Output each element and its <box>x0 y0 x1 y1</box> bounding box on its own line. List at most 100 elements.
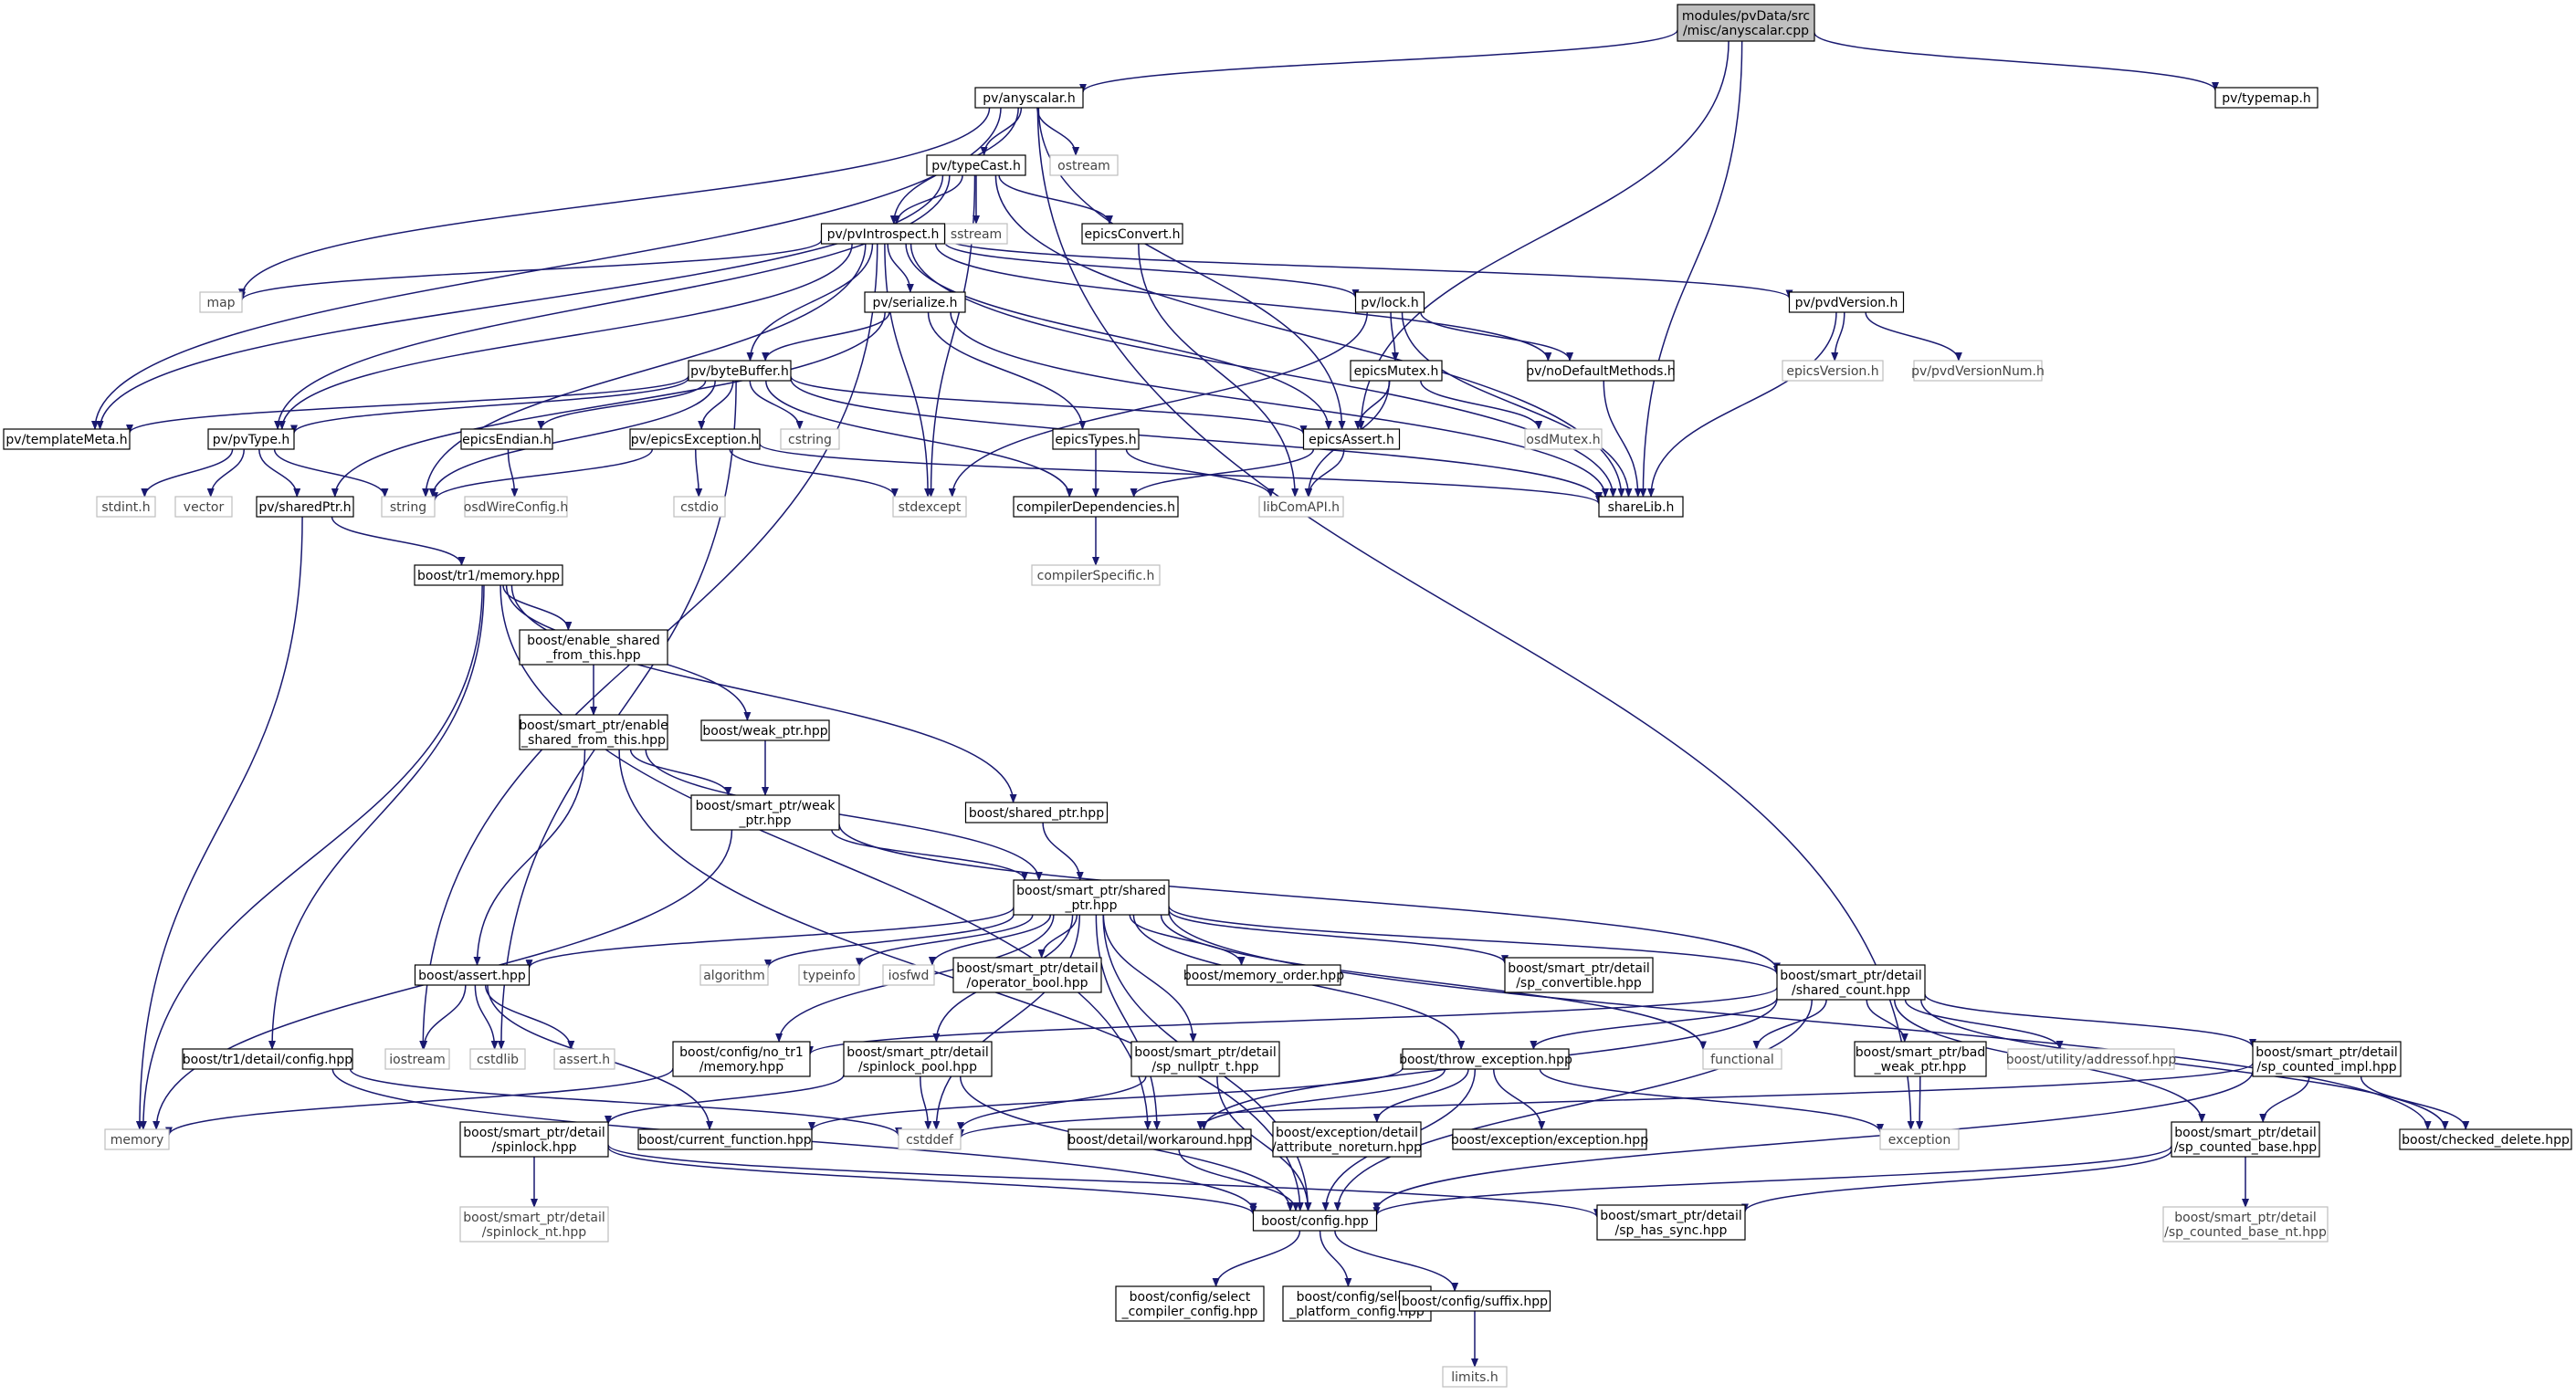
node-box-shared_ptr_hpp <box>964 802 1109 823</box>
node-epicsAssert[interactable]: epicsAssert.h <box>1302 428 1401 450</box>
edge-byteBuffer-to-epicsAssert <box>790 375 1308 435</box>
node-tr1memory[interactable]: boost/tr1/memory.hpp <box>414 564 563 586</box>
node-sp_has_sync[interactable]: boost/smart_ptr/detail/sp_has_sync.hpp <box>1596 1204 1746 1241</box>
node-label-sp_enable_shared: _shared_from_this.hpp <box>520 733 666 748</box>
edge-shared_count-to-bad_weak_ptr <box>1866 999 1908 1043</box>
node-sp_enable_shared[interactable]: boost/smart_ptr/enable_shared_from_this.… <box>519 714 668 750</box>
node-pvIntrospect[interactable]: pv/pvIntrospect.h <box>820 223 946 245</box>
node-root[interactable]: modules/pvData/src/misc/anyscalar.cpp <box>1677 4 1815 42</box>
node-label-pvIntrospect: pv/pvIntrospect.h <box>827 227 940 242</box>
edge-sp_enable_shared-to-sp_shared_ptr <box>645 749 1043 881</box>
node-exception_hpp[interactable]: boost/exception/exception.hpp <box>1451 1128 1648 1150</box>
edge-assert_hpp-to-cstdlib <box>474 984 499 1050</box>
node-label-sp_convertible: boost/smart_ptr/detail <box>1508 961 1649 976</box>
node-box-libComAPI <box>1258 496 1344 518</box>
node-sp_weak_ptr[interactable]: boost/smart_ptr/weak_ptr.hpp <box>690 794 840 831</box>
edge-sp_shared_ptr-to-shared_count <box>1168 906 1781 975</box>
node-label-assert_h: assert.h <box>559 1053 610 1067</box>
node-byteBuffer[interactable]: pv/byteBuffer.h <box>688 360 792 382</box>
node-serialize[interactable]: pv/serialize.h <box>864 291 966 313</box>
node-pvType[interactable]: pv/pvType.h <box>207 428 295 450</box>
node-box-workaround <box>1067 1128 1252 1150</box>
node-label-epicsMutex: epicsMutex.h <box>1354 364 1439 379</box>
node-box-lock <box>1354 291 1425 313</box>
node-workaround[interactable]: boost/detail/workaround.hpp <box>1067 1128 1252 1150</box>
node-epicsEndian[interactable]: epicsEndian.h <box>460 428 553 450</box>
edge-root-to-typemap <box>1814 32 2219 91</box>
node-sp_convertible[interactable]: boost/smart_ptr/detail/sp_convertible.hp… <box>1504 957 1654 993</box>
edge-byteBuffer-to-string <box>428 380 716 498</box>
edge-lock-to-shareLib <box>1401 311 1633 498</box>
node-memory: memory <box>104 1128 170 1150</box>
node-box-epicsVersion <box>1782 360 1884 382</box>
node-typemap[interactable]: pv/typemap.h <box>2214 87 2318 109</box>
node-epicsException[interactable]: pv/epicsException.h <box>629 428 761 450</box>
node-box-sp_weak_ptr <box>690 794 840 831</box>
node-osdWireConfig: osdWireConfig.h <box>464 496 568 518</box>
node-exception: exception <box>1879 1128 1960 1150</box>
node-attribute_noreturn[interactable]: boost/exception/detail/attribute_noretur… <box>1272 1121 1422 1158</box>
node-memory_order[interactable]: boost/memory_order.hpp <box>1183 964 1344 986</box>
node-select_compiler[interactable]: boost/config/select_compiler_config.hpp <box>1115 1285 1265 1322</box>
node-label-stdint: stdint.h <box>101 500 150 515</box>
edge-lock-to-noDefaultMethods <box>1420 311 1574 362</box>
node-assert_hpp[interactable]: boost/assert.hpp <box>414 964 531 986</box>
edge-anyscalar-to-templateMeta <box>91 107 1002 430</box>
edge-config_hpp-to-select_compiler <box>1212 1230 1301 1287</box>
node-box-weak_ptr <box>700 719 830 741</box>
node-no_tr1_memory[interactable]: boost/config/no_tr1/memory.hpp <box>672 1041 811 1077</box>
edge-spinlock-to-config_hpp <box>607 1147 1257 1215</box>
node-label-algorithm: algorithm <box>703 969 765 983</box>
node-sp_counted_base[interactable]: boost/smart_ptr/detail/sp_counted_base.h… <box>2171 1121 2320 1158</box>
node-sharedPtr[interactable]: pv/sharedPtr.h <box>256 496 354 518</box>
node-sstream: sstream <box>944 223 1008 245</box>
node-noDefaultMethods[interactable]: pv/noDefaultMethods.h <box>1526 360 1676 382</box>
edge-pvIntrospect-to-shareLib <box>909 243 1617 498</box>
node-label-osdMutex: osdMutex.h <box>1526 433 1600 447</box>
edge-epicsConvert-to-libComAPI <box>1138 243 1299 498</box>
node-suffix[interactable]: boost/config/suffix.hpp <box>1398 1290 1551 1312</box>
node-lock[interactable]: pv/lock.h <box>1354 291 1425 313</box>
edge-sp_shared_ptr-to-operator_bool <box>1037 914 1078 959</box>
node-epicsMutex[interactable]: epicsMutex.h <box>1350 360 1443 382</box>
node-label-lock: pv/lock.h <box>1361 296 1418 310</box>
node-bad_weak_ptr[interactable]: boost/smart_ptr/bad_weak_ptr.hpp <box>1854 1041 1987 1077</box>
node-label-no_tr1_memory: boost/config/no_tr1 <box>679 1045 804 1060</box>
node-map: map <box>199 291 243 313</box>
node-weak_ptr[interactable]: boost/weak_ptr.hpp <box>700 719 830 741</box>
node-box-sp_counted_base_nt <box>2162 1206 2329 1243</box>
node-sp_nullptr_t[interactable]: boost/smart_ptr/detail/sp_nullptr_t.hpp <box>1130 1041 1280 1077</box>
node-templateMeta[interactable]: pv/templateMeta.h <box>3 428 131 450</box>
node-select_platform[interactable]: boost/config/select_platform_config.hpp <box>1282 1285 1432 1322</box>
node-shared_ptr_hpp[interactable]: boost/shared_ptr.hpp <box>964 802 1109 823</box>
node-typeCast[interactable]: pv/typeCast.h <box>926 154 1026 176</box>
node-operator_bool[interactable]: boost/smart_ptr/detail/operator_bool.hpp <box>952 957 1102 993</box>
node-spinlock[interactable]: boost/smart_ptr/detail/spinlock.hpp <box>459 1121 609 1158</box>
edge-config_hpp-to-select_platform <box>1319 1230 1352 1287</box>
node-throw_exception[interactable]: boost/throw_exception.hpp <box>1399 1048 1572 1070</box>
node-label-epicsConvert: epicsConvert.h <box>1084 227 1180 242</box>
node-shareLib[interactable]: shareLib.h <box>1598 496 1684 518</box>
node-epicsConvert[interactable]: epicsConvert.h <box>1081 223 1183 245</box>
node-box-iosfwd <box>882 964 935 986</box>
edge-pvIntrospect-to-epicsAssert <box>905 243 1332 430</box>
node-current_function[interactable]: boost/current_function.hpp <box>637 1128 813 1150</box>
node-epicsTypes[interactable]: epicsTypes.h <box>1052 428 1140 450</box>
node-box-addressof <box>2007 1048 2175 1070</box>
node-sp_shared_ptr[interactable]: boost/smart_ptr/shared_ptr.hpp <box>1013 879 1170 916</box>
node-anyscalar[interactable]: pv/anyscalar.h <box>974 87 1084 109</box>
node-checked_delete[interactable]: boost/checked_delete.hpp <box>2399 1128 2572 1150</box>
edge-bad_weak_ptr-to-exception <box>1916 1075 1924 1130</box>
edge-tr1memory-to-shared_ptr_hpp <box>510 584 1017 803</box>
node-compilerDependencies[interactable]: compilerDependencies.h <box>1013 496 1179 518</box>
node-pvdVersion[interactable]: pv/pvdVersion.h <box>1788 291 1905 313</box>
node-config_hpp[interactable]: boost/config.hpp <box>1252 1210 1378 1232</box>
edge-pvIntrospect-to-map <box>238 239 823 301</box>
node-box-sp_convertible <box>1504 957 1654 993</box>
node-spinlock_pool[interactable]: boost/smart_ptr/detail/spinlock_pool.hpp <box>843 1041 993 1077</box>
node-sp_counted_impl[interactable]: boost/smart_ptr/detail/sp_counted_impl.h… <box>2252 1041 2402 1077</box>
node-enable_shared[interactable]: boost/enable_shared_from_this.hpp <box>519 629 668 666</box>
node-label-sp_counted_base_nt: boost/smart_ptr/detail <box>2174 1211 2316 1225</box>
node-shared_count[interactable]: boost/smart_ptr/detail/shared_count.hpp <box>1776 964 1926 1001</box>
node-tr1_config[interactable]: boost/tr1/detail/config.hpp <box>182 1048 353 1070</box>
